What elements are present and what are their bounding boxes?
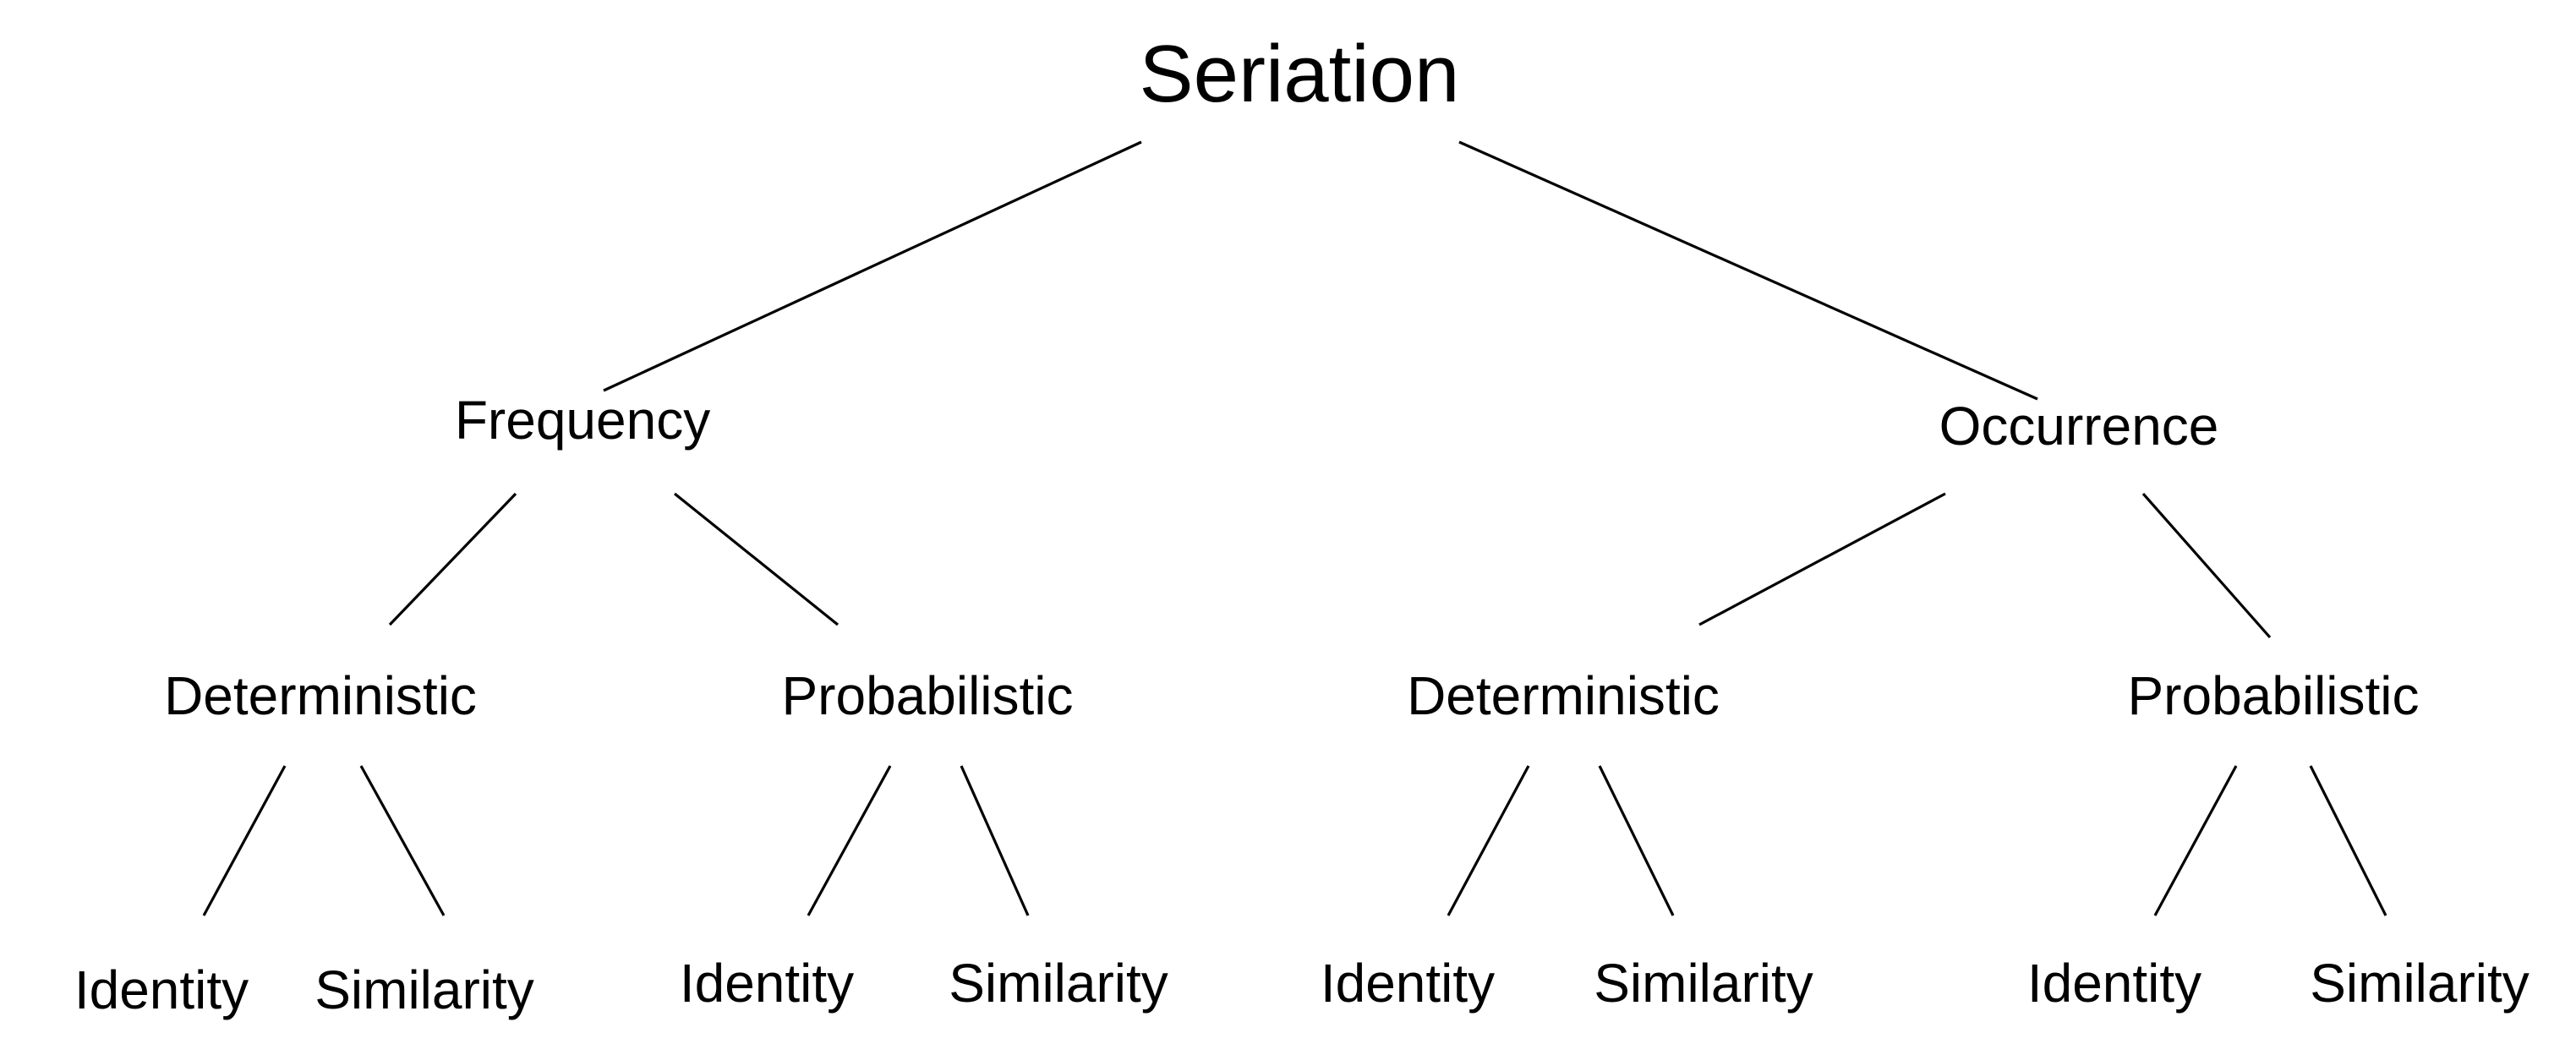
edge-frequency-deterministic-similarity (359, 765, 446, 916)
node-frequency: Frequency (454, 390, 711, 451)
node-occurrence-deterministic-similarity: Similarity (1594, 953, 1813, 1014)
edge-frequency-deterministic (388, 492, 517, 626)
edge-occurrence-probabilistic (2141, 492, 2272, 639)
edge-occurrence-deterministic-identity (1447, 765, 1530, 916)
node-occurrence-deterministic: Deterministic (1407, 665, 1720, 726)
node-occurrence-probabilistic-identity: Identity (2026, 953, 2202, 1014)
edge-frequency-deterministic-identity (202, 765, 287, 916)
node-frequency-deterministic-identity: Identity (74, 959, 249, 1020)
edge-frequency-probabilistic-similarity (960, 765, 1030, 916)
node-frequency-deterministic: Deterministic (164, 665, 477, 726)
edge-occurrence-deterministic (1698, 492, 1946, 626)
node-frequency-probabilistic: Probabilistic (781, 665, 1074, 726)
node-occurrence-deterministic-identity: Identity (1320, 953, 1496, 1014)
edge-seriation-frequency (603, 140, 1142, 392)
node-occurrence-probabilistic-similarity: Similarity (2310, 953, 2530, 1014)
edge-occurrence-probabilistic-similarity (2309, 765, 2387, 916)
node-frequency-probabilistic-identity: Identity (679, 953, 855, 1014)
edge-frequency-probabilistic-identity (807, 765, 892, 916)
edge-occurrence-probabilistic-identity (2153, 765, 2238, 916)
edge-seriation-occurrence (1458, 140, 2038, 401)
node-occurrence-probabilistic: Probabilistic (2127, 665, 2420, 726)
edge-occurrence-deterministic-similarity (1598, 765, 1675, 916)
node-seriation: Seriation (1139, 29, 1460, 119)
node-frequency-probabilistic-similarity: Similarity (949, 953, 1168, 1014)
node-frequency-deterministic-similarity: Similarity (314, 959, 534, 1020)
node-occurrence: Occurrence (1939, 396, 2219, 456)
edge-frequency-probabilistic (673, 492, 840, 626)
